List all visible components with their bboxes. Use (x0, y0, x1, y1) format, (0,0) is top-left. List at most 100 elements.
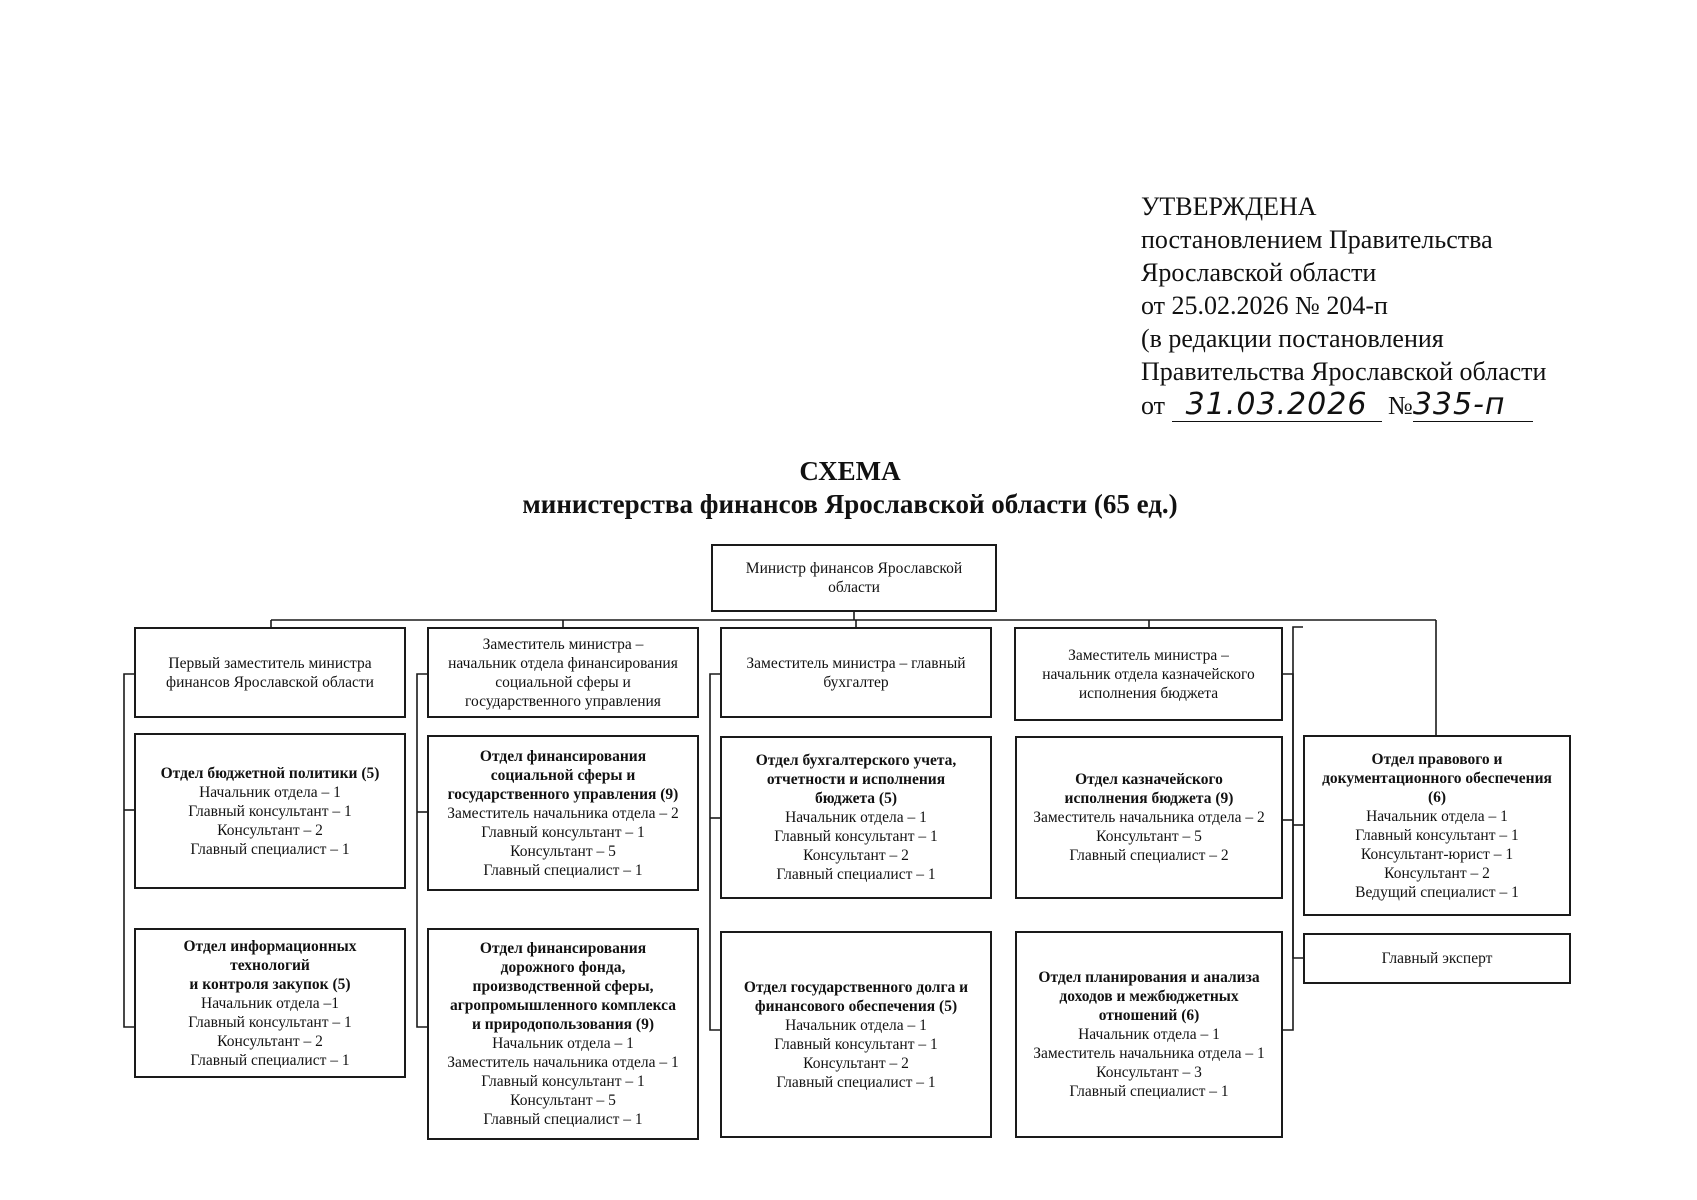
minister-line-1: Министр финансов Ярославской (745, 560, 963, 577)
dept-staff: Начальник отдела –1 (201, 994, 339, 1012)
scheme-title-line-2: министерства финансов Ярославской област… (522, 489, 1178, 519)
connector-bracket-5 (1292, 626, 1303, 959)
deputy-text: начальник отдела казначейского (1042, 665, 1255, 683)
connector-bracket-1 (123, 673, 134, 1028)
dept-title: социальной сферы и (490, 766, 636, 784)
dept-title: производственной сферы, (472, 978, 654, 995)
connector-bracket-3 (709, 673, 720, 1031)
dept-title: бюджета (5) (815, 790, 897, 807)
dept-title: и природопользования (9) (472, 1016, 654, 1033)
dept-staff: Начальник отдела – 1 (785, 809, 927, 826)
dept-title: Отдел финансирования (479, 747, 647, 765)
dept-title: (6) (1427, 788, 1447, 806)
dept-staff: Заместитель начальника отдела – 1 (447, 1054, 679, 1071)
dept-staff: Начальник отдела – 1 (492, 1035, 634, 1052)
dept-title: Отдел казначейского (1075, 771, 1223, 788)
dept-title: отношений (6) (1098, 1007, 1200, 1024)
dept-staff: Главный специалист – 1 (190, 840, 350, 858)
approval-from-label: от (1141, 391, 1166, 420)
dept-staff: Консультант – 2 (1384, 864, 1490, 882)
dept-staff: Заместитель начальника отдела – 2 (1033, 809, 1265, 826)
minister-box: Министр финансов Ярославской области (711, 544, 997, 612)
dept-staff: Ведущий специалист – 1 (1355, 883, 1519, 901)
dept-title: государственного управления (9) (447, 785, 679, 803)
dept-staff: Главный специалист – 1 (776, 866, 936, 883)
approval-line-5: (в редакции постановления (1141, 324, 1444, 353)
dept-staff: Начальник отдела – 1 (1078, 1026, 1220, 1043)
dept-title: Отдел бухгалтерского учета, (755, 752, 957, 769)
dept-title: и контроля закупок (5) (189, 975, 351, 993)
dept-staff: Начальник отдела – 1 (1366, 807, 1508, 825)
dept-title: Отдел информационных (183, 937, 357, 955)
chief-expert-box: Главный эксперт (1303, 933, 1571, 984)
dept-staff: Главный специалист – 1 (776, 1073, 936, 1091)
minister-line-2: области (828, 579, 880, 596)
scheme-title: СХЕМА министерства финансов Ярославской … (480, 455, 1220, 521)
dept-road-fund: Отдел финансирования дорожного фонда, пр… (427, 928, 699, 1140)
dept-budget-policy: Отдел бюджетной политики (5) Начальник о… (134, 733, 406, 889)
dept-title: Отдел финансирования (479, 940, 647, 957)
dept-staff: Консультант-юрист – 1 (1360, 845, 1514, 863)
dept-title: Отдел правового и (1371, 750, 1503, 768)
dept-staff: Консультант – 2 (217, 1032, 323, 1050)
dept-title: технологий (230, 956, 310, 974)
dept-staff: Консультант – 5 (1096, 828, 1202, 845)
dept-legal: Отдел правового и документационного обес… (1303, 735, 1571, 916)
scheme-title-line-1: СХЕМА (799, 456, 901, 486)
deputy-text: Первый заместитель министра (168, 654, 372, 672)
dept-accounting: Отдел бухгалтерского учета, отчетности и… (720, 736, 992, 899)
dept-title: Отдел бюджетной политики (5) (160, 764, 380, 782)
dept-staff: Начальник отдела – 1 (199, 783, 341, 801)
dept-staff: Заместитель начальника отдела – 2 (447, 804, 679, 822)
deputy-box-accountant: Заместитель министра – главный бухгалтер (720, 627, 992, 718)
dept-treasury: Отдел казначейского исполнения бюджета (… (1015, 736, 1283, 899)
dept-staff: Главный консультант – 1 (188, 1013, 352, 1031)
dept-staff: Главный консультант – 1 (188, 802, 352, 820)
dept-title: доходов и межбюджетных (1059, 988, 1239, 1005)
deputy-text: государственного управления (465, 692, 661, 710)
dept-title: исполнения бюджета (9) (1064, 790, 1234, 807)
dept-staff: Главный консультант – 1 (774, 828, 938, 845)
dept-title: агропромышленного комплекса (450, 997, 676, 1014)
dept-staff: Главный специалист – 1 (190, 1051, 350, 1069)
dept-staff: Консультант – 2 (803, 847, 909, 864)
deputy-box-social: Заместитель министра – начальник отдела … (427, 627, 699, 718)
deputy-box-first: Первый заместитель министра финансов Яро… (134, 627, 406, 718)
dept-revenue-planning: Отдел планирования и анализа доходов и м… (1015, 931, 1283, 1138)
approval-line-6: Правительства Ярославской области (1141, 357, 1547, 386)
dept-staff: Главный консультант – 1 (1355, 826, 1519, 844)
dept-staff: Начальник отдела – 1 (785, 1016, 927, 1034)
chief-expert-label: Главный эксперт (1381, 950, 1493, 967)
dept-title: отчетности и исполнения (766, 771, 946, 788)
dept-social-finance: Отдел финансирования социальной сферы и … (427, 735, 699, 891)
dept-title: Отдел государственного долга и (743, 978, 969, 996)
deputy-text: Заместитель министра – (482, 635, 644, 653)
approval-line-7: от 31.03.2026 №335-п (1141, 388, 1661, 422)
deputy-text: Заместитель министра – (1068, 646, 1229, 664)
dept-title: Отдел планирования и анализа (1038, 969, 1260, 986)
deputy-text: начальник отдела финансирования (448, 654, 678, 672)
approval-line-2: постановлением Правительства (1141, 225, 1493, 254)
dept-staff: Главный специалист – 1 (1069, 1083, 1229, 1100)
connector-bracket-2 (416, 673, 427, 1028)
connector-bracket-4 (1283, 673, 1294, 1031)
dept-staff: Консультант – 5 (510, 842, 616, 860)
approval-stamp: УТВЕРЖДЕНА постановлением Правительства … (1141, 190, 1661, 422)
dept-it-procurement: Отдел информационных технологий и контро… (134, 928, 406, 1078)
approval-line-4: от 25.02.2026 № 204-п (1141, 291, 1388, 320)
handwritten-number: 335-п (1412, 388, 1533, 422)
deputy-text: Заместитель министра – главный (746, 654, 966, 672)
dept-staff: Главный консультант – 1 (481, 823, 645, 841)
approval-number-label: № (1388, 391, 1413, 420)
dept-state-debt: Отдел государственного долга и финансово… (720, 931, 992, 1138)
deputy-text: социальной сферы и (495, 673, 631, 691)
dept-staff: Консультант – 2 (217, 821, 323, 839)
handwritten-date: 31.03.2026 (1171, 388, 1382, 422)
dept-staff: Заместитель начальника отдела – 1 (1033, 1045, 1265, 1062)
dept-staff: Главный специалист – 2 (1069, 847, 1229, 864)
deputy-text: бухгалтер (823, 673, 889, 691)
deputy-box-treasury: Заместитель министра – начальник отдела … (1014, 627, 1283, 721)
dept-staff: Главный специалист – 1 (483, 1111, 643, 1128)
dept-staff: Главный консультант – 1 (774, 1035, 938, 1053)
